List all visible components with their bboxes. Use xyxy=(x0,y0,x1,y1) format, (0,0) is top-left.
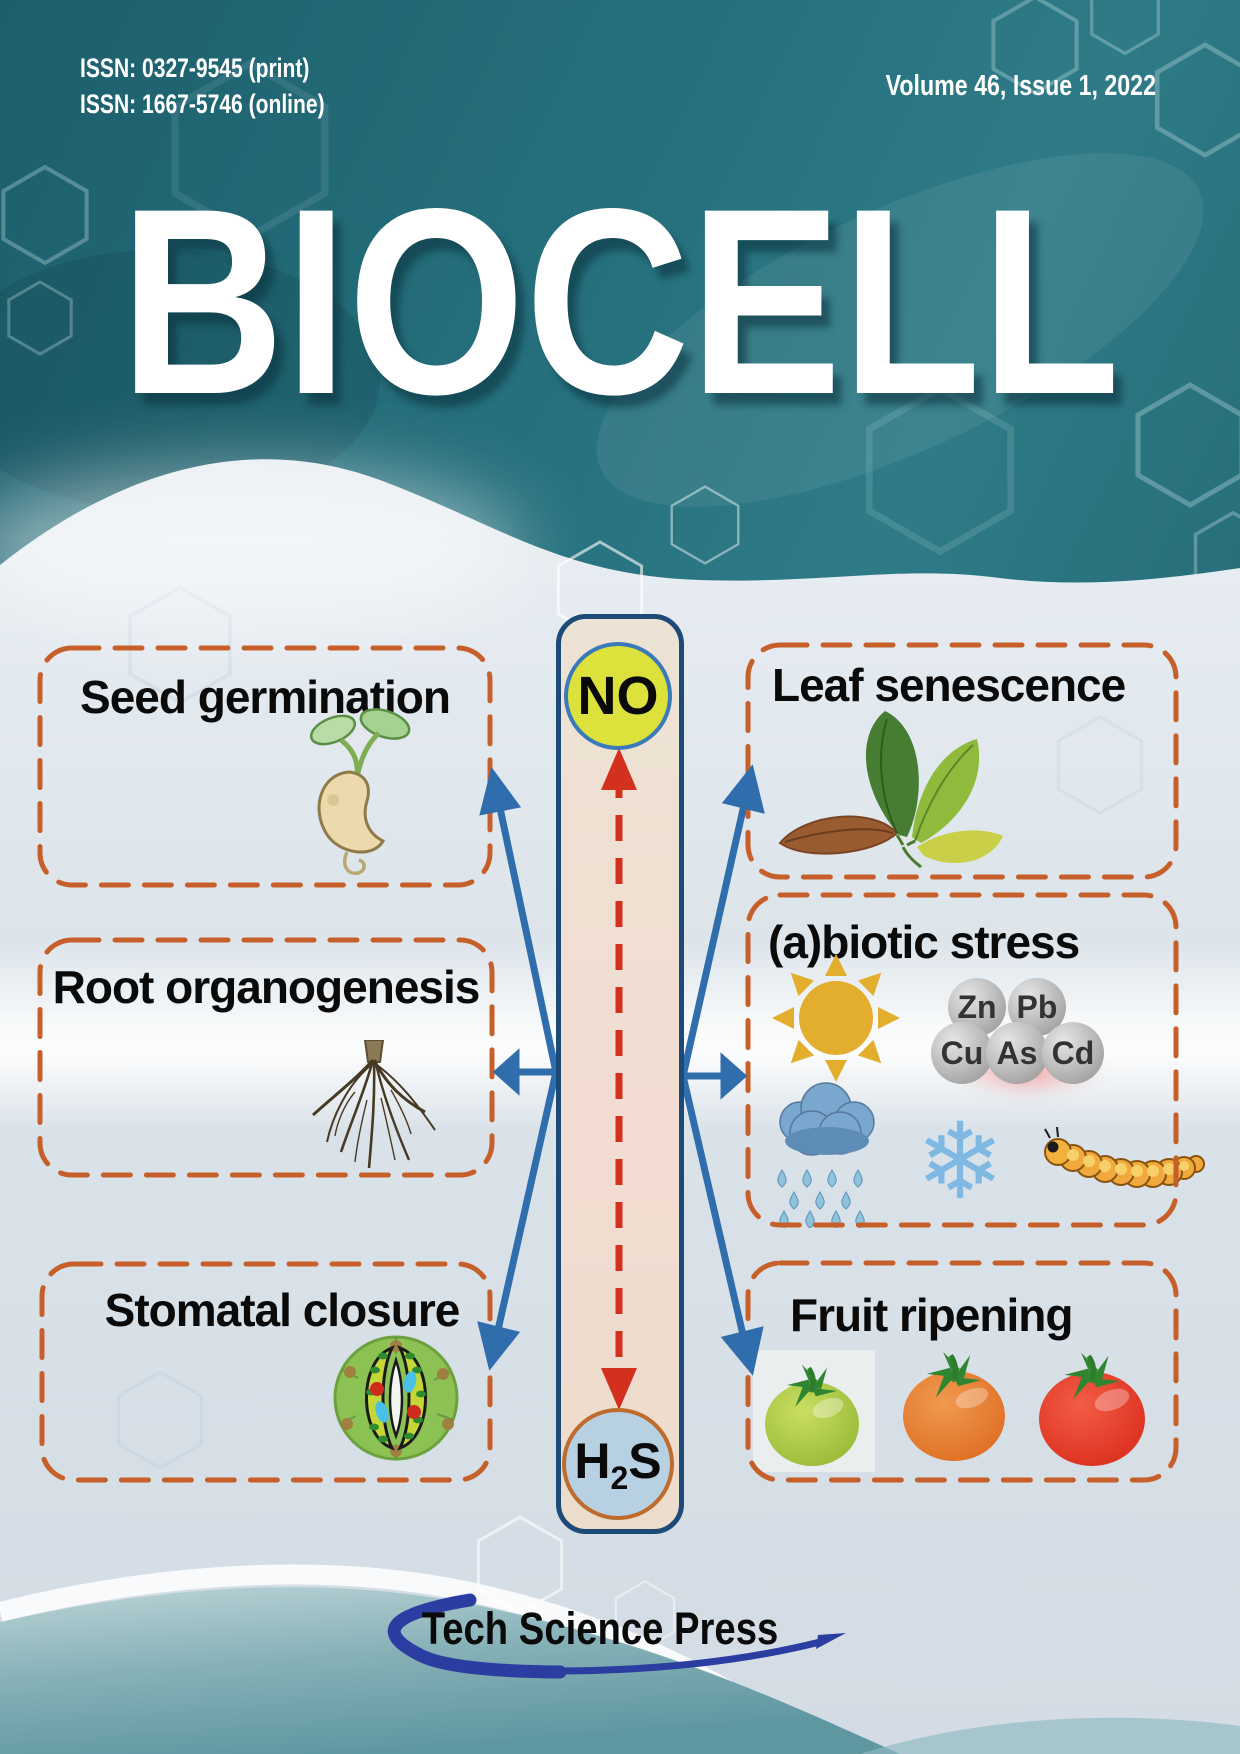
sun-icon xyxy=(772,954,900,1082)
issn-print: ISSN: 0327-9545 (print) xyxy=(80,53,310,83)
box-abiotic-stress xyxy=(745,892,1179,1228)
snowflake-icon: ❄ xyxy=(915,1103,1005,1221)
arrow-to-stress xyxy=(720,1052,748,1100)
journal-title: BIOCELL xyxy=(119,154,1121,450)
box-seed-germination xyxy=(37,645,493,888)
stoma-icon xyxy=(333,1335,459,1461)
h2s-label: H2S xyxy=(574,1432,662,1496)
metal-ball-as: As xyxy=(986,1022,1048,1084)
volume-issue: Volume 46, Issue 1, 2022 xyxy=(885,70,1156,102)
box-fruit-ripening xyxy=(745,1260,1179,1483)
leaves-icon xyxy=(778,711,1003,869)
publisher-name: Tech Science Press xyxy=(421,1603,779,1654)
leaf-senescence-label: Leaf senescence xyxy=(772,659,1126,711)
abiotic-stress-label: (a)biotic stress xyxy=(768,916,1080,968)
box-leaf-senescence xyxy=(745,642,1179,880)
roots-icon xyxy=(311,1040,436,1169)
issn-block: ISSN: 0327-9545 (print) ISSN: 1667-5746 … xyxy=(80,50,325,123)
no-molecule-badge: NO xyxy=(564,642,672,750)
metal-label: Cu xyxy=(940,1034,984,1071)
metal-label: Zn xyxy=(957,988,997,1025)
logo-swoosh-icon xyxy=(387,1593,846,1679)
rain-cloud-icon xyxy=(777,1082,875,1228)
caterpillar-icon xyxy=(1044,1126,1205,1188)
arrow-to-root xyxy=(492,1048,520,1096)
metal-ball-cu: Cu xyxy=(931,1022,993,1084)
root-organogenesis-label: Root organogenesis xyxy=(52,961,481,1013)
h2s-molecule-badge: H2S xyxy=(562,1408,674,1520)
metal-label: Cd xyxy=(1051,1034,1095,1071)
stomatal-closure-label: Stomatal closure xyxy=(104,1284,461,1336)
metal-ball-cd: Cd xyxy=(1042,1022,1104,1084)
fruit-ripening-label: Fruit ripening xyxy=(790,1289,1073,1341)
seedling-icon xyxy=(309,708,411,875)
box-root-organogenesis xyxy=(37,937,495,1178)
red-arrowhead-up xyxy=(601,748,637,790)
arrow-to-leaf xyxy=(721,764,765,814)
red-arrowhead-down xyxy=(601,1368,637,1410)
arrow-to-stomatal xyxy=(477,1321,521,1371)
arrow-to-seed xyxy=(479,766,522,816)
metal-label: As xyxy=(996,1034,1038,1071)
blue-arrows xyxy=(477,764,765,1376)
issn-online: ISSN: 1667-5746 (online) xyxy=(80,89,325,120)
metal-label: Pb xyxy=(1016,988,1058,1025)
box-stomatal-closure xyxy=(39,1261,493,1483)
tomatoes-icon xyxy=(753,1342,1145,1472)
light-patch xyxy=(0,470,520,630)
arrow-to-fruit xyxy=(720,1326,764,1376)
no-label: NO xyxy=(577,666,659,726)
